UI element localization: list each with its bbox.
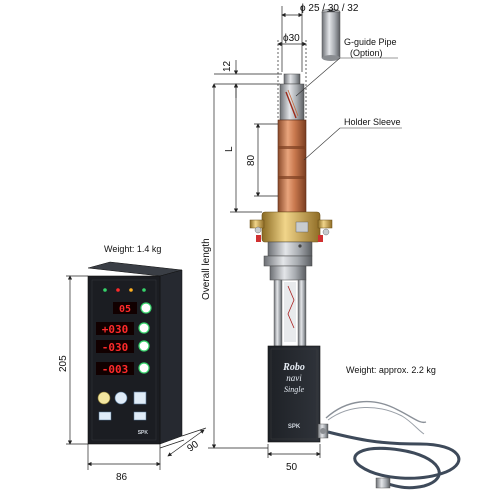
dim-controller-width — [87, 444, 161, 470]
unit-label-single: Single — [284, 385, 304, 394]
dim-pipe-diameter-label: ϕ 25 / 30 / 32 — [300, 3, 359, 14]
dim-controller-height — [66, 275, 88, 445]
leader-guide-pipe — [295, 57, 341, 97]
controller-display-2: -030 — [102, 341, 129, 354]
dim-unit-width — [267, 444, 321, 458]
unit-brand: SPK — [288, 424, 301, 430]
callout-unit-weight: Weight: approx. 2.2 kg — [346, 365, 436, 375]
dim-pipe-diameter — [281, 6, 303, 72]
dim-controller-width-label: 86 — [116, 472, 128, 483]
dim-unit-width-label: 50 — [286, 462, 298, 473]
controller-display-top: 05 — [119, 304, 131, 315]
dim-sleeve-diameter-label: ϕ30 — [283, 33, 300, 44]
dim-overall-length — [208, 83, 268, 449]
controller-display-1: +030 — [102, 323, 129, 336]
callout-controller-weight: Weight: 1.4 kg — [104, 244, 161, 254]
dim-length-l — [230, 83, 262, 213]
controller-brand: SPK — [138, 430, 149, 436]
g-guide-pipe — [321, 8, 341, 61]
callout-guide-pipe: G-guide Pipe — [344, 37, 397, 47]
dim-top-offset-label: 12 — [222, 60, 233, 72]
dim-sleeve-diameter — [277, 40, 307, 120]
cables — [325, 400, 461, 490]
robo-navi-unit: Robo navi Single SPK — [249, 73, 333, 443]
unit-label-navi: navi — [286, 373, 302, 383]
controller-box: 05 +030 -030 -003 SPK — [87, 261, 183, 445]
dim-sleeve-height — [254, 123, 278, 197]
leader-holder-sleeve — [303, 127, 341, 161]
dim-controller-depth-label: 90 — [185, 439, 201, 455]
callout-guide-pipe-option: (Option) — [350, 48, 383, 58]
dim-controller-height-label: 205 — [58, 355, 69, 372]
controller-display-3: -003 — [102, 363, 129, 376]
dim-length-l-label: L — [224, 146, 235, 152]
dim-overall-length-label: Overall length — [201, 238, 212, 300]
callout-holder-sleeve: Holder Sleeve — [344, 117, 401, 127]
dim-sleeve-height-label: 80 — [246, 154, 257, 166]
dim-controller-depth — [159, 427, 207, 457]
unit-label-robo: Robo — [282, 362, 305, 373]
